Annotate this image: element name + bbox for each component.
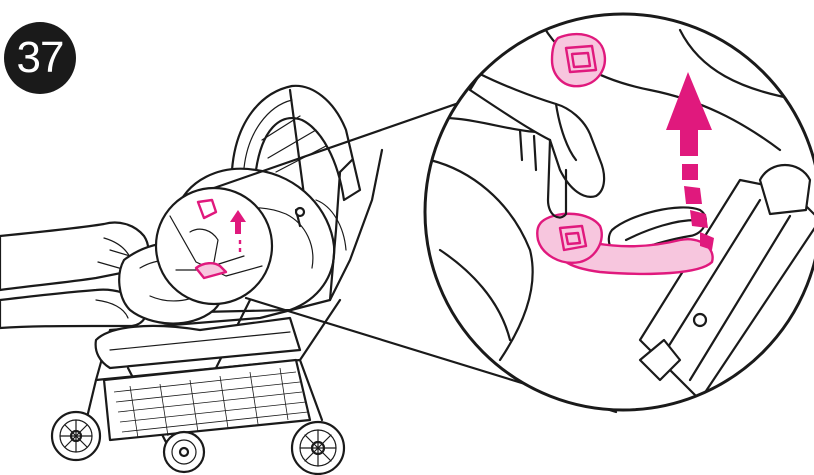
wheel-front-right	[164, 432, 204, 472]
detail-zoom	[420, 14, 814, 410]
wheel-front-left	[52, 412, 100, 460]
chest-clip-upper	[552, 34, 605, 86]
wheel-rear	[292, 422, 344, 474]
callout-small	[156, 188, 272, 304]
